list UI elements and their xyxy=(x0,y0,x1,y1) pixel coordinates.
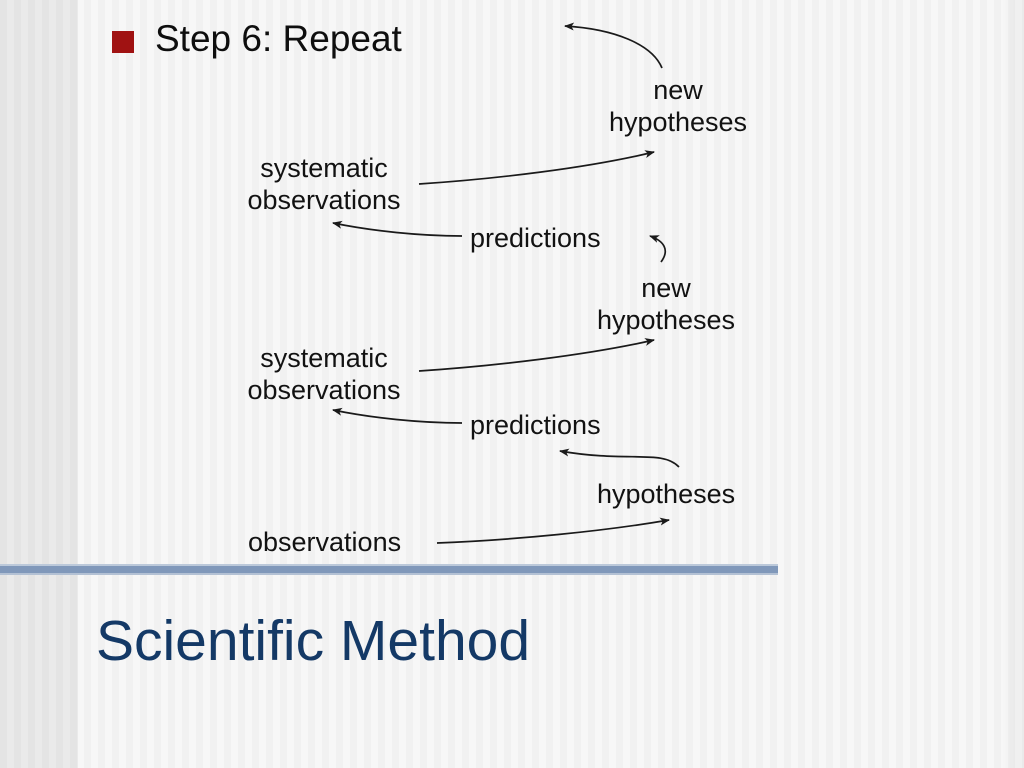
arrow-new-hypotheses-2-to-predictions-1 xyxy=(649,235,667,263)
slide-title: Scientific Method xyxy=(96,609,531,673)
arrow-predictions-1-to-systematic-observations-1 xyxy=(332,220,463,237)
label-observations: observations xyxy=(248,527,402,557)
label-new-hypotheses-1: new hypotheses xyxy=(608,75,748,137)
arrow-systematic-observations-1-to-new-hypotheses-1 xyxy=(418,150,655,185)
arrow-new-hypotheses-1-to-repeat-cycle-upper-left xyxy=(564,22,663,69)
label-hypotheses: hypotheses xyxy=(597,479,736,509)
bullet-square-icon xyxy=(112,31,134,53)
label-systematic-observations-2: systematic observations xyxy=(247,343,401,405)
step-title: Step 6: Repeat xyxy=(155,18,402,59)
arrow-hypotheses-1-to-predictions-2 xyxy=(559,448,680,468)
label-predictions-2: predictions xyxy=(470,410,601,440)
label-predictions-1: predictions xyxy=(470,223,601,253)
arrow-predictions-2-to-systematic-observations-2 xyxy=(332,407,463,424)
arrow-observations-1-to-hypotheses-1 xyxy=(436,517,670,544)
label-systematic-observations-1: systematic observations xyxy=(247,153,401,215)
divider-line xyxy=(0,564,778,575)
arrow-systematic-observations-2-to-new-hypotheses-2 xyxy=(418,338,655,372)
label-new-hypotheses-2: new hypotheses xyxy=(596,273,736,335)
